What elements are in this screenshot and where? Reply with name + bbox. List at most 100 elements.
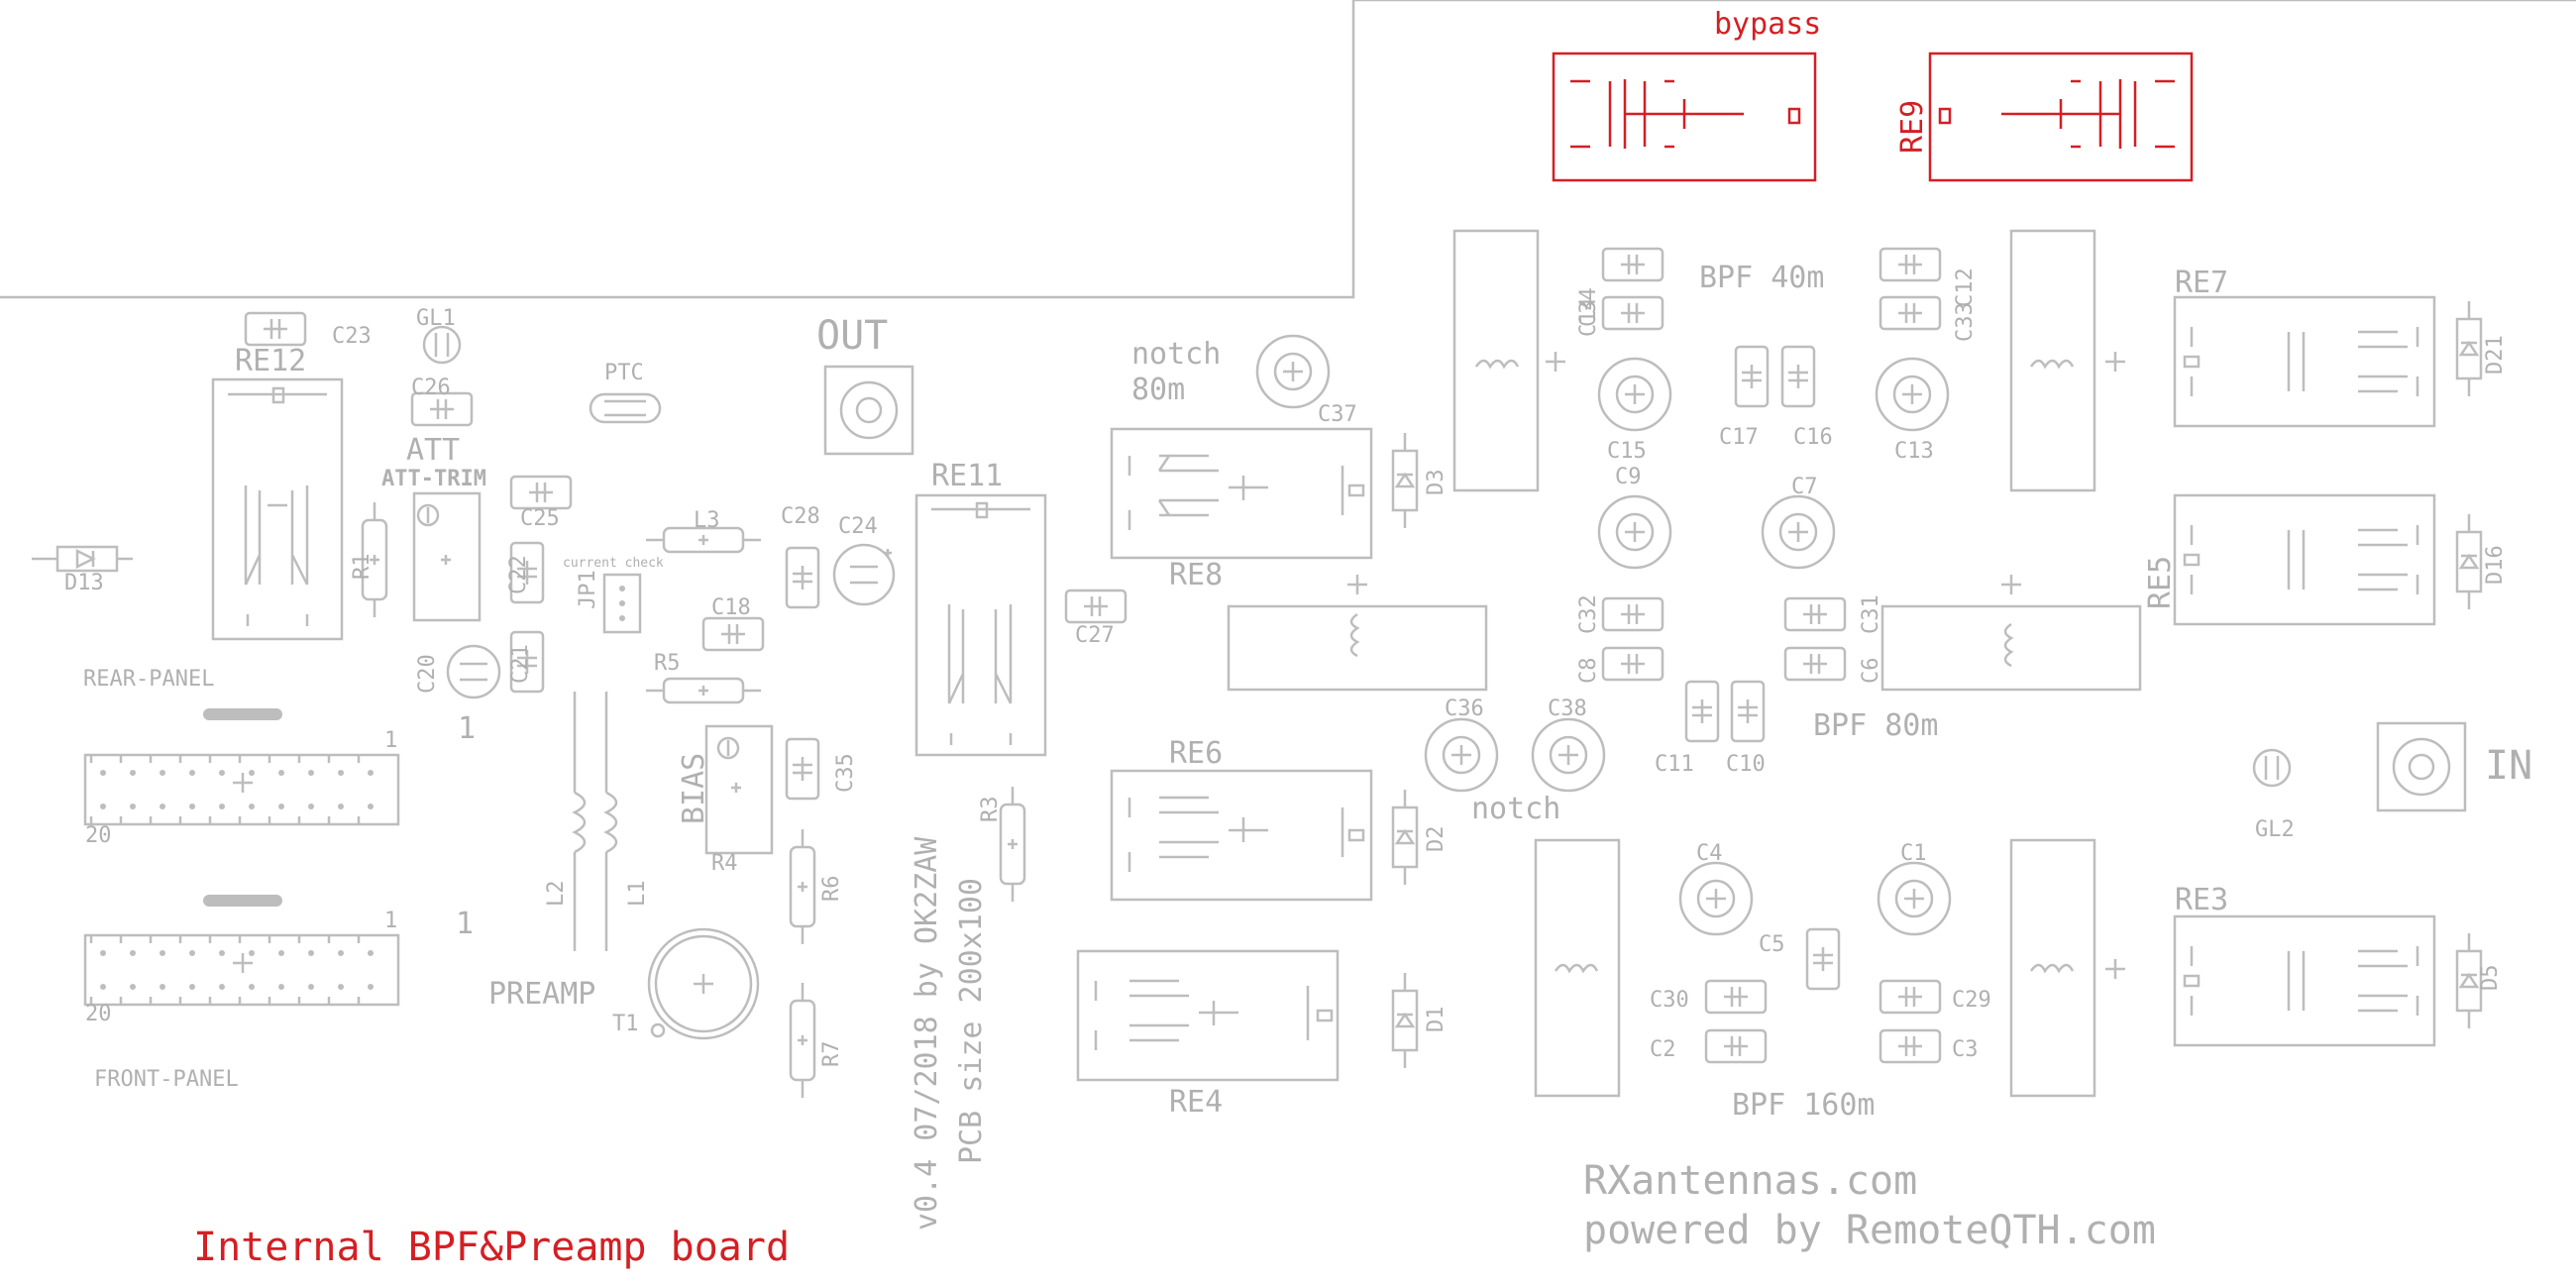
label-c33: C33 xyxy=(1953,302,1978,342)
label-c8: C8 xyxy=(1576,658,1601,685)
coil-box-160m-left xyxy=(1534,838,1621,1098)
label-c15: C15 xyxy=(1607,439,1647,464)
coil-box-80m xyxy=(1880,575,2142,692)
brand-line-1: RXantennas.com xyxy=(1583,1158,1917,1204)
re6-label: RE6 xyxy=(1169,736,1223,771)
ptc xyxy=(589,392,662,424)
resistor xyxy=(999,787,1026,902)
gl2-lamp xyxy=(2252,748,2292,788)
label-r5: R5 xyxy=(654,651,681,676)
att-trim-label: ATT-TRIM xyxy=(381,467,486,491)
relay-re5 xyxy=(2173,493,2436,626)
notch-label: notch xyxy=(1471,792,1560,826)
pin1-header: 1 xyxy=(456,907,474,941)
label-d16: D16 xyxy=(2483,545,2508,585)
re12-label: RE12 xyxy=(235,344,306,378)
label-d2: D2 xyxy=(1424,826,1449,853)
coils-l1-l2 xyxy=(572,692,618,951)
pin1-rear: 1 xyxy=(384,728,397,753)
front-panel-header xyxy=(83,933,400,1007)
label-l2: L2 xyxy=(544,881,569,908)
bias-label: BIAS xyxy=(677,753,711,824)
bpf160-label: BPF 160m xyxy=(1732,1088,1876,1123)
resistors xyxy=(361,502,1026,1098)
label-c22: C22 xyxy=(506,555,531,594)
diodes xyxy=(32,301,2483,1068)
label-d13: D13 xyxy=(64,571,104,595)
label-c7: C7 xyxy=(1791,475,1818,499)
bpf80-label: BPF 80m xyxy=(1813,708,1938,743)
smd-capacitor xyxy=(509,475,573,510)
re9-label: RE9 xyxy=(1895,100,1930,154)
label-c16: C16 xyxy=(1793,425,1833,450)
re3-label: RE3 xyxy=(2175,883,2228,917)
trimmer-capacitor xyxy=(1597,494,1672,570)
label-c1: C1 xyxy=(1900,841,1927,866)
smd-capacitor xyxy=(1730,680,1766,743)
label-c17: C17 xyxy=(1719,425,1759,450)
relay-re7 xyxy=(2173,295,2436,428)
out-connector xyxy=(823,365,914,456)
label-l3: L3 xyxy=(694,508,720,533)
board-outline xyxy=(0,0,2576,299)
smd-capacitor xyxy=(785,737,820,801)
smd-capacitor xyxy=(701,616,765,652)
smd-capacitor xyxy=(509,630,545,694)
size-line: PCB size 200x100 xyxy=(954,878,989,1164)
re8-label: RE8 xyxy=(1169,558,1223,592)
smd-capacitor xyxy=(410,391,474,427)
trimmer-capacitor xyxy=(1597,357,1672,432)
label-d1: D1 xyxy=(1424,1007,1449,1033)
label-c4: C4 xyxy=(1696,841,1723,866)
coil-box-notch xyxy=(1227,575,1488,692)
smd-capacitor xyxy=(1601,247,1664,282)
label-c30: C30 xyxy=(1650,988,1689,1013)
out-label: OUT xyxy=(816,313,888,359)
trimmer-capacitor xyxy=(1678,861,1754,936)
version-line: v0.4 07/2018 by OK2ZAW xyxy=(910,836,944,1231)
rear-panel-bar xyxy=(203,708,282,720)
smd-capacitor xyxy=(1878,247,1942,282)
re11-label: RE11 xyxy=(931,459,1003,493)
diode xyxy=(32,545,133,573)
label-c26: C26 xyxy=(411,376,451,400)
trimmer-capacitors xyxy=(1255,334,1952,936)
front-panel-label: FRONT-PANEL xyxy=(94,1067,239,1092)
diode xyxy=(2455,301,2483,396)
label-c14: C14 xyxy=(1576,297,1601,337)
smd-capacitor xyxy=(244,311,307,347)
coil-box-40m-right xyxy=(2009,229,2125,492)
label-c29: C29 xyxy=(1952,988,1991,1013)
pin20-front: 20 xyxy=(85,1002,112,1026)
trimmer-capacitor xyxy=(1424,717,1499,793)
smd-capacitor xyxy=(1601,646,1664,682)
label-r4: R4 xyxy=(711,851,738,876)
in-label: IN xyxy=(2485,743,2532,789)
front-panel-bar xyxy=(203,895,282,907)
diode xyxy=(2455,933,2483,1028)
resistor xyxy=(789,983,816,1098)
label-gl1: GL1 xyxy=(416,306,456,331)
diode xyxy=(2455,514,2483,609)
label-c38: C38 xyxy=(1548,697,1587,721)
smd-capacitor xyxy=(1878,1028,1942,1064)
relay-re6 xyxy=(1110,769,1373,902)
label-c6: C6 xyxy=(1859,658,1883,685)
label-c2: C2 xyxy=(1650,1037,1676,1062)
label-jp1: JP1 xyxy=(576,570,600,609)
label-t1: T1 xyxy=(612,1012,639,1036)
re4-label: RE4 xyxy=(1169,1085,1223,1120)
re5-label: RE5 xyxy=(2143,556,2178,609)
trimmer-capacitor xyxy=(1761,494,1836,570)
resistor xyxy=(789,829,816,944)
label-c20: C20 xyxy=(415,654,440,694)
label-c10: C10 xyxy=(1726,752,1766,777)
label-r6: R6 xyxy=(819,876,844,903)
coil-box-160m-right xyxy=(2009,838,2125,1098)
label-c9: C9 xyxy=(1615,465,1642,489)
label-c37: C37 xyxy=(1318,402,1357,427)
pin20-rear: 20 xyxy=(85,823,112,848)
label-c32: C32 xyxy=(1576,594,1601,634)
